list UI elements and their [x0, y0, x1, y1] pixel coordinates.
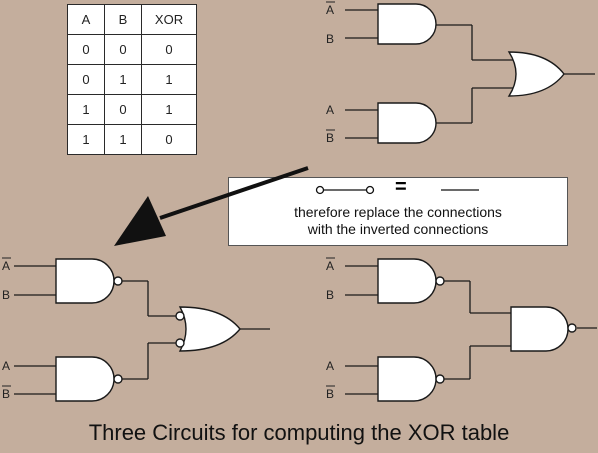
table-cell: 0 [67, 64, 105, 95]
double-inverter-symbol [315, 185, 479, 195]
input-label-a-bar: A [2, 259, 10, 273]
input-label-a-bar: A [326, 259, 334, 273]
table-row: 1 0 1 [67, 94, 197, 125]
header-a: A [67, 4, 105, 35]
circuit-nand-or-bubbled [14, 265, 270, 395]
table-row: 1 1 0 [67, 124, 197, 155]
note-line-1: therefore replace the connections [294, 204, 502, 220]
input-label-b-bar: B [326, 387, 334, 401]
table-cell: 0 [104, 34, 142, 65]
table-cell: 1 [141, 64, 197, 95]
and-gate-top [377, 3, 437, 45]
input-label-a: A [2, 359, 10, 373]
table-cell: 0 [67, 34, 105, 65]
input-label-b-bar: B [326, 131, 334, 145]
table-cell: 0 [141, 34, 197, 65]
or-gate [507, 51, 565, 97]
nand-gate-bottom-right [377, 356, 445, 402]
input-label-a-bar: A [326, 3, 334, 17]
or-gate-inverted-inputs [175, 306, 241, 352]
input-label-b-bar: B [2, 387, 10, 401]
input-label-b: B [2, 288, 10, 302]
table-cell: 0 [104, 94, 142, 125]
nand-gate-top-left [55, 258, 123, 304]
table-cell: 1 [141, 94, 197, 125]
input-label-b: B [326, 32, 334, 46]
nand-gate-output [510, 306, 577, 352]
equivalence-note-box: = therefore replace the connections with… [228, 176, 568, 246]
table-cell: 1 [67, 124, 105, 155]
figure-caption: Three Circuits for computing the XOR tab… [88, 420, 510, 445]
input-label-a: A [326, 359, 334, 373]
truth-table-header-row: A B XOR [67, 4, 197, 35]
equals-sign: = [395, 176, 407, 198]
input-label-b: B [326, 288, 334, 302]
table-row: 0 0 0 [67, 34, 197, 65]
input-labels: A B A B A B A B A B A B [2, 1, 335, 401]
input-label-a: A [326, 103, 334, 117]
xor-truth-table: A B XOR 0 0 0 0 1 1 1 0 1 1 1 0 [67, 4, 197, 155]
arrow-icon [114, 166, 309, 246]
header-xor: XOR [141, 4, 197, 35]
circuit-all-nand [345, 265, 597, 395]
nand-gate-top-right [377, 258, 445, 304]
circuit-and-or [345, 9, 595, 139]
and-gate-bottom [377, 102, 437, 144]
table-cell: 0 [141, 124, 197, 155]
nand-gate-bottom-left [55, 356, 123, 402]
note-line-2: with the inverted connections [307, 221, 489, 237]
